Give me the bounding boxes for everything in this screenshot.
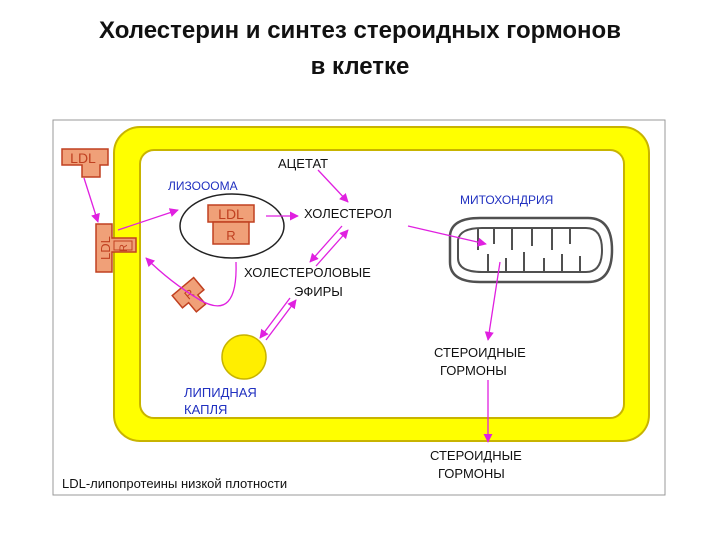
steroid-hormones-outer-line1: СТЕРОИДНЫЕ [430, 448, 522, 463]
arrow-esters-to-droplet [259, 297, 291, 339]
title-line-1: Холестерин и синтез стероидных гормонов [99, 17, 621, 44]
title-line-2: в клетке [310, 53, 410, 80]
arrow-ldl-to-receptor [83, 177, 100, 223]
cholesterol-esters-label-line1: ХОЛЕСТЕРОЛОВЫЕ [244, 265, 371, 280]
arrow-cholesterol-to-esters [309, 225, 343, 263]
arrow-mitochondrion-to-steroids [484, 261, 501, 341]
arrow-esters-to-cholesterol [315, 229, 349, 267]
footnote-ldl-definition: LDL-липопротеины низкой плотности [62, 476, 287, 491]
arrow-droplet-to-esters [265, 299, 297, 341]
receptor-membrane-label: R [118, 244, 130, 252]
ldl-in-lysosome: LDL R [207, 204, 255, 245]
acetate-label: АЦЕТАТ [278, 156, 328, 171]
arrow-acetate-to-cholesterol [317, 169, 349, 203]
pathway-arrows [83, 169, 501, 443]
ldl-outside-label: LDL [70, 150, 96, 166]
ldl-membrane-label: LDL [98, 236, 113, 260]
cholesterol-esters-label-line2: ЭФИРЫ [294, 284, 343, 299]
ldl-lysosome-label: LDL [218, 206, 244, 222]
lipid-droplet-label-line2: КАПЛЯ [184, 402, 227, 417]
lysosome-label: ЛИЗОООМА [168, 179, 238, 193]
steroid-hormones-inner-line1: СТЕРОИДНЫЕ [434, 345, 526, 360]
steroid-hormones-inner-line2: ГОРМОНЫ [440, 363, 507, 378]
ldl-receptor-membrane: LDL R [95, 223, 137, 273]
arrow-receptor-recycling [145, 257, 237, 307]
mitochondria-label: МИТОХОНДРИЯ [460, 193, 553, 207]
receptor-lysosome-label: R [226, 228, 235, 243]
ldl-particle-outside: LDL [61, 148, 109, 178]
arrow-receptor-to-lysosome [117, 208, 179, 231]
lipid-droplet [221, 334, 267, 380]
arrow-cholesterol-to-mitochondrion [407, 225, 487, 247]
steroid-hormones-outer-line2: ГОРМОНЫ [438, 466, 505, 481]
lipid-droplet-label-line1: ЛИПИДНАЯ [184, 385, 257, 400]
cholesterol-label: ХОЛЕСТЕРОЛ [304, 206, 392, 221]
mitochondrion [448, 216, 614, 284]
diagram-frame [52, 119, 666, 496]
